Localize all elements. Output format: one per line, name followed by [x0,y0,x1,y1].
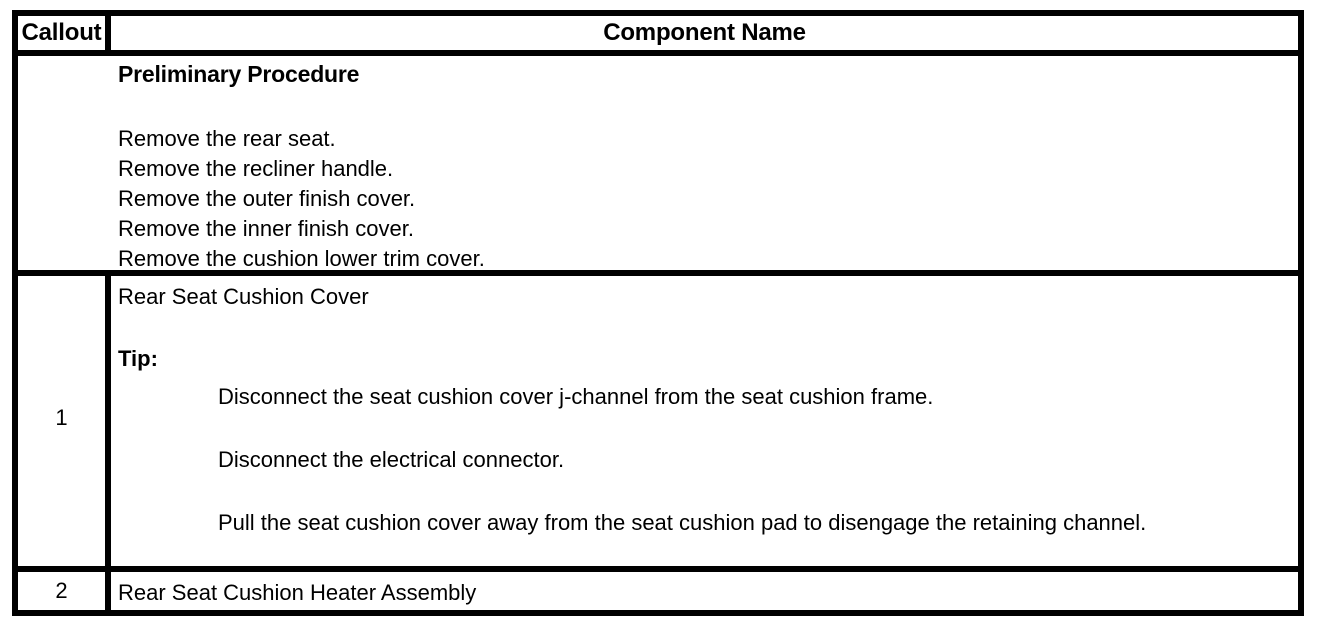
tip-label: Tip: [118,346,158,371]
header-callout: Callout [21,19,102,46]
component-name-1: Rear Seat Cushion Cover [118,284,369,309]
preliminary-row-separator [12,270,1304,276]
header-row-separator [12,50,1304,56]
list-item: Remove the rear seat. [118,126,336,151]
row-1-separator [12,566,1304,572]
list-item: Remove the cushion lower trim cover. [118,246,485,271]
header-component-name: Component Name [603,19,806,46]
list-item: Disconnect the seat cushion cover j-chan… [218,384,934,409]
preliminary-procedure-steps: Remove the rear seat. Remove the recline… [118,124,1298,274]
list-item: Remove the inner finish cover. [118,216,414,241]
callout-number-2: 2 [55,578,68,603]
preliminary-procedure-title: Preliminary Procedure [118,61,360,87]
callout-number-1: 1 [55,405,68,430]
list-item: Pull the seat cushion cover away from th… [218,510,1147,535]
component-name-2: Rear Seat Cushion Heater Assembly [118,580,477,605]
list-item: Remove the outer finish cover. [118,186,416,211]
preliminary-procedure-cell: Preliminary Procedure Remove the rear se… [118,58,1298,271]
row-2-column-divider [105,566,111,616]
row-1-column-divider [105,270,111,572]
table-row: Rear Seat Cushion Cover Tip: Disconnect … [118,282,1298,566]
list-item: Disconnect the electrical connector. [218,447,565,472]
tip-steps: Disconnect the seat cushion cover j-chan… [118,382,1298,538]
header-column-divider [105,10,111,56]
list-item: Remove the recliner handle. [118,156,394,181]
